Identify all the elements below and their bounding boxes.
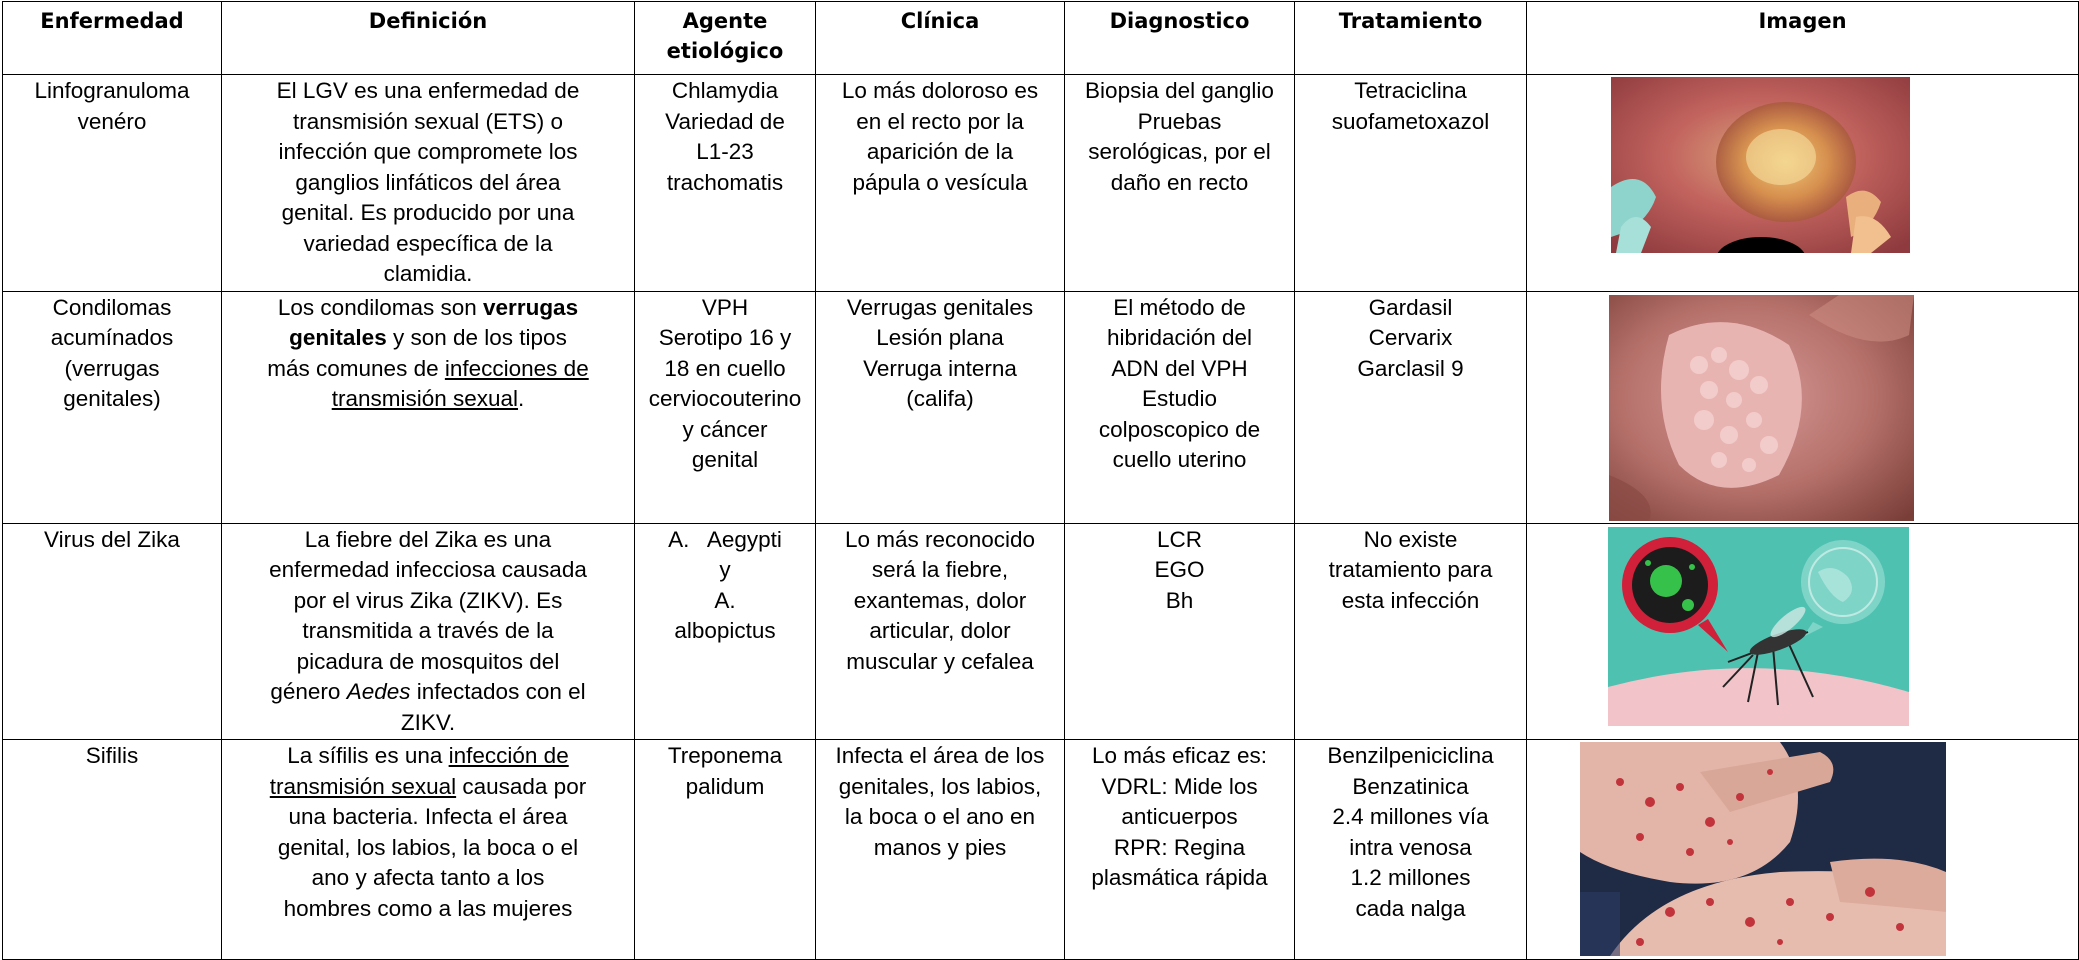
cell-tratamiento: Gardasil Cervarix Garclasil 9 [1294,290,1527,524]
cell-diagnostico: Lo más eficaz es: VDRL: Mide los anticue… [1064,739,1295,960]
cell-enfermedad: Sifilis [2,739,222,960]
cell-definicion: Los condilomas son verrugas genitales y … [221,290,635,524]
cell-agente: A. Aegypti y A. albopictus [634,522,816,740]
bold-term: verrugas [483,294,579,320]
underlined-link: infecciones de [444,355,589,381]
italic-term: Aedes [346,679,411,704]
header-tratamiento: Tratamiento [1294,1,1527,75]
header-diagnostico: Diagnostico [1064,1,1295,75]
rash-hands-feet-photo-icon [1580,742,1946,956]
cell-definicion: El LGV es una enfermedad de transmisión … [221,74,635,292]
lesion-photo-icon [1611,77,1910,253]
cell-imagen [1526,739,2079,960]
mosquito-illustration-icon [1608,526,1909,726]
cell-clinica: Infecta el área de los genitales, los la… [815,739,1065,960]
cell-diagnostico: Biopsia del ganglio Pruebas serológicas,… [1064,74,1295,292]
header-imagen: Imagen [1526,1,2079,75]
cell-definicion: La fiebre del Zika es una enfermedad inf… [221,522,635,740]
cell-tratamiento: Benzilpeniciclina Benzatinica 2.4 millon… [1294,739,1527,960]
cell-clinica: Lo más doloroso es en el recto por la ap… [815,74,1065,292]
cell-imagen [1526,522,2079,740]
cell-clinica: Verrugas genitales Lesión plana Verruga … [815,290,1065,524]
table-row: Linfogranuloma venéro El LGV es una enfe… [2,74,2079,292]
cell-clinica: Lo más reconocido será la fiebre, exante… [815,522,1065,740]
header-definicion: Definición [221,1,635,75]
cell-diagnostico: El método de hibridación del ADN del VPH… [1064,290,1295,524]
header-enfermedad: Enfermedad [2,1,222,75]
table-row: Virus del Zika La fiebre del Zika es una… [2,522,2079,740]
cell-agente: Chlamydia Variedad de L1-23 trachomatis [634,74,816,292]
cell-imagen [1526,290,2079,524]
cell-enfermedad: Virus del Zika [2,522,222,740]
bold-term: genitales [289,325,387,350]
cell-enfermedad: Linfogranuloma venéro [2,74,222,292]
cell-agente: Treponema palidum [634,739,816,960]
header-agente: Agente etiológico [634,1,816,75]
wart-photo-icon [1609,294,1914,521]
underlined-link: transmisión sexual [331,386,519,411]
cell-tratamiento: Tetraciclina suofametoxazol [1294,74,1527,292]
cell-agente: VPH Serotipo 16 y 18 en cuello cerviocou… [634,290,816,524]
header-row: Enfermedad Definición Agente etiológico … [2,1,2079,75]
header-clinica: Clínica [815,1,1065,75]
cell-diagnostico: LCR EGO Bh [1064,522,1295,740]
cell-definicion: La sífilis es una infección de transmisi… [221,739,635,960]
table-row: Sifilis La sífilis es una infección de t… [2,739,2079,960]
table-row: Condilomas acumínados (verrugas genitale… [2,290,2079,524]
cell-enfermedad: Condilomas acumínados (verrugas genitale… [2,290,222,524]
cell-imagen [1526,74,2079,292]
underlined-link: infección de [448,743,569,768]
underlined-link: transmisión sexual [269,773,457,799]
cell-tratamiento: No existe tratamiento para esta infecció… [1294,522,1527,740]
